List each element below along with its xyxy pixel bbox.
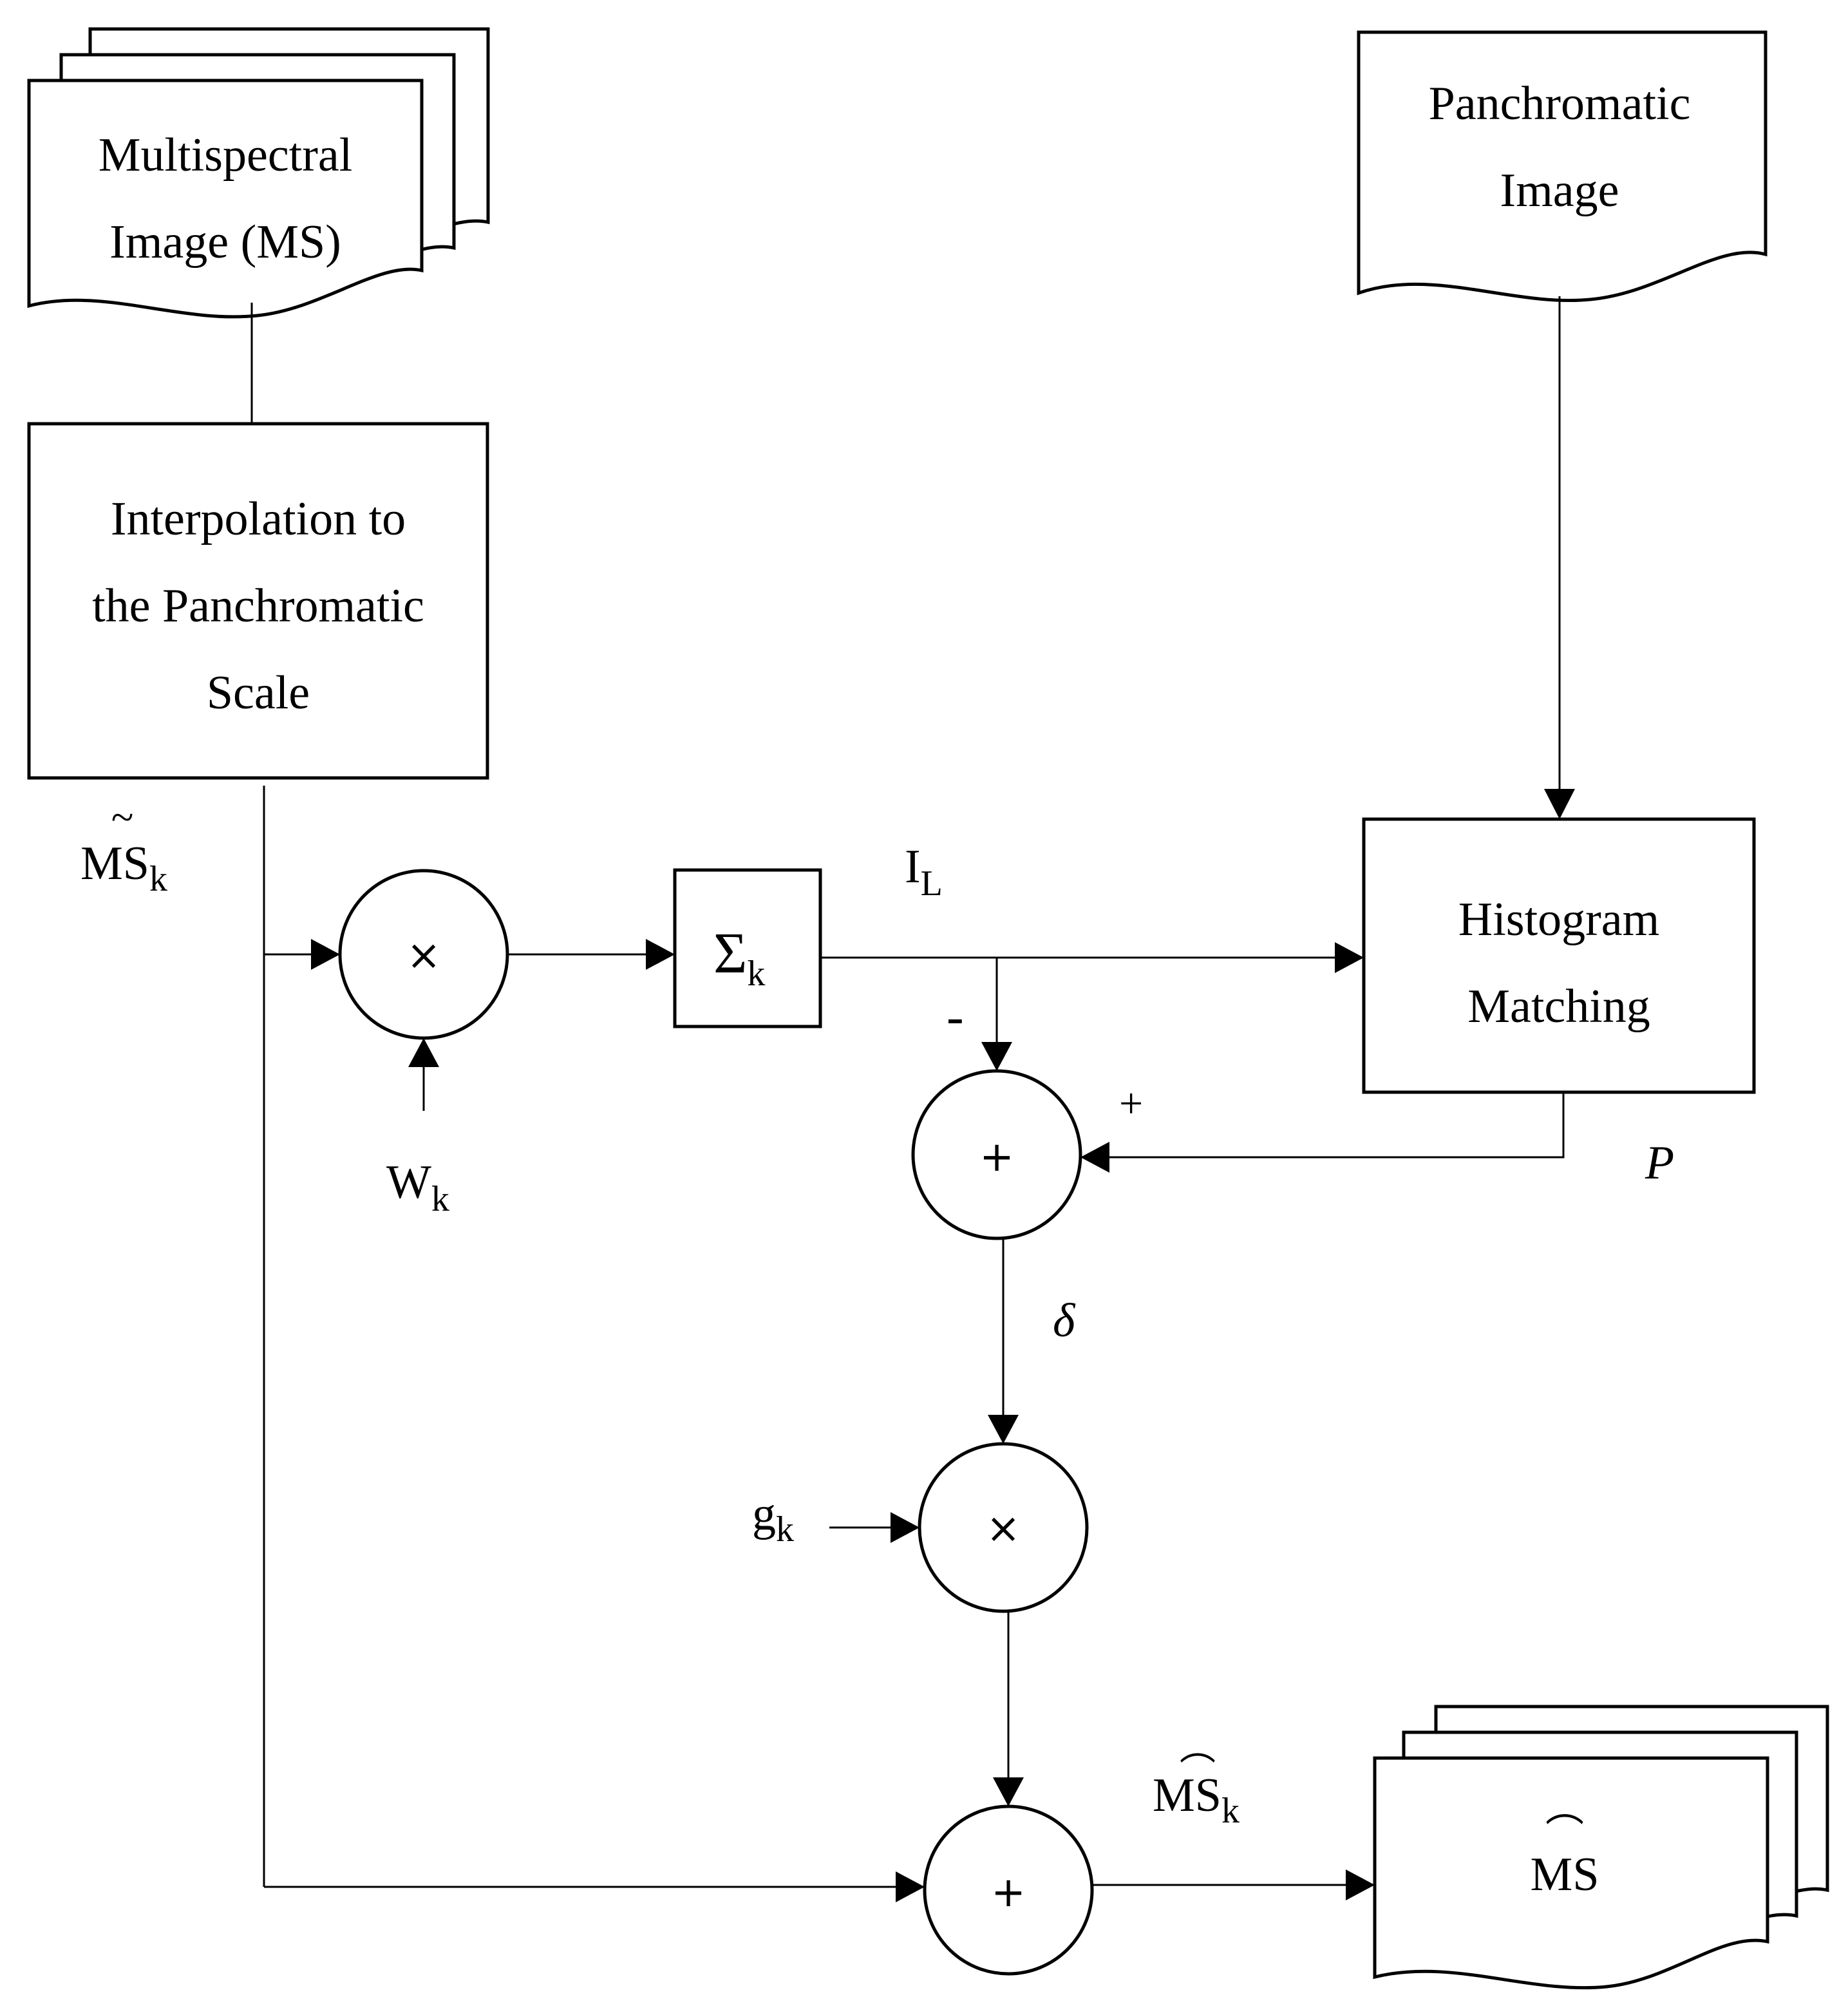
- label-p: P: [1645, 1137, 1674, 1189]
- multiply-1-symbol: ×: [406, 932, 441, 979]
- histogram-to-add-arrowhead: [1080, 1142, 1109, 1173]
- multispectral-label-line1: Multispectral: [99, 129, 353, 182]
- histogram-to-add-arrow: [1109, 1092, 1565, 1159]
- multispectral-image-stack: Multispectral Image (MS): [27, 27, 490, 319]
- label-minus: -: [947, 989, 964, 1045]
- ms-hat-icon: ⌒: [1180, 1752, 1216, 1792]
- wk-to-multiply-arrowhead: [408, 1038, 439, 1067]
- output-label: MS: [1531, 1848, 1599, 1901]
- interpolation-box: Interpolation to the Panchromatic Scale: [27, 422, 489, 780]
- histogram-label-line1: Histogram: [1458, 893, 1659, 946]
- interp-to-add-arrowhead: [896, 1871, 925, 1902]
- ms-tilde-text: MSk: [80, 837, 167, 899]
- label-ms-hat: ⌒ MSk: [1153, 1752, 1240, 1831]
- interp-to-multiply-arrowhead: [311, 939, 340, 970]
- histogram-label-line2: Matching: [1467, 980, 1650, 1033]
- label-w-k: Wk: [386, 1156, 449, 1219]
- sum-box: Σk: [673, 868, 822, 1028]
- multiply-to-add-arrowhead: [993, 1777, 1024, 1806]
- output-hat-icon: ⌒: [1545, 1813, 1584, 1855]
- interpolation-label-line1: Interpolation to: [111, 493, 406, 545]
- histogram-matching-box: Histogram Matching: [1362, 817, 1756, 1094]
- label-plus: +: [1119, 1080, 1143, 1127]
- panchromatic-label-line1: Panchromatic: [1429, 77, 1691, 130]
- interpolation-label-line3: Scale: [207, 667, 310, 719]
- label-g-k: gk: [752, 1488, 794, 1549]
- pan-to-histogram-arrowhead: [1544, 789, 1575, 819]
- multispectral-label-line2: Image (MS): [109, 216, 341, 269]
- panchromatic-label-line2: Image: [1500, 164, 1619, 217]
- add-1-symbol: +: [979, 1133, 1014, 1181]
- label-ms-tilde: ~ MSk: [80, 794, 167, 899]
- multiply-to-sum-arrowhead: [646, 939, 675, 970]
- ms-tilde-icon: ~: [111, 794, 134, 840]
- add-to-multiply-arrowhead: [988, 1415, 1019, 1444]
- multiply-2-symbol: ×: [986, 1505, 1021, 1553]
- add-node-1: +: [911, 1069, 1082, 1240]
- add-to-output-arrowhead: [1346, 1869, 1375, 1900]
- add-2-symbol: +: [991, 1869, 1026, 1916]
- label-delta: δ: [1053, 1294, 1076, 1347]
- panchromatic-image: Panchromatic Image: [1357, 30, 1768, 303]
- gk-to-multiply-arrowhead: [891, 1512, 919, 1543]
- label-i-l: IL: [905, 840, 943, 904]
- sum-symbol: Σk: [713, 922, 765, 994]
- il-to-add-arrowhead: [981, 1042, 1012, 1071]
- output-ms-stack: MS ⌒: [1373, 1705, 1829, 1990]
- ms-hat-text: MSk: [1153, 1769, 1240, 1831]
- multiply-node-1: ×: [338, 869, 509, 1040]
- sum-to-histogram-arrowhead: [1335, 942, 1364, 973]
- add-node-2: +: [923, 1804, 1094, 1976]
- interpolation-label-line2: the Panchromatic: [92, 580, 424, 632]
- multiply-node-2: ×: [918, 1442, 1089, 1613]
